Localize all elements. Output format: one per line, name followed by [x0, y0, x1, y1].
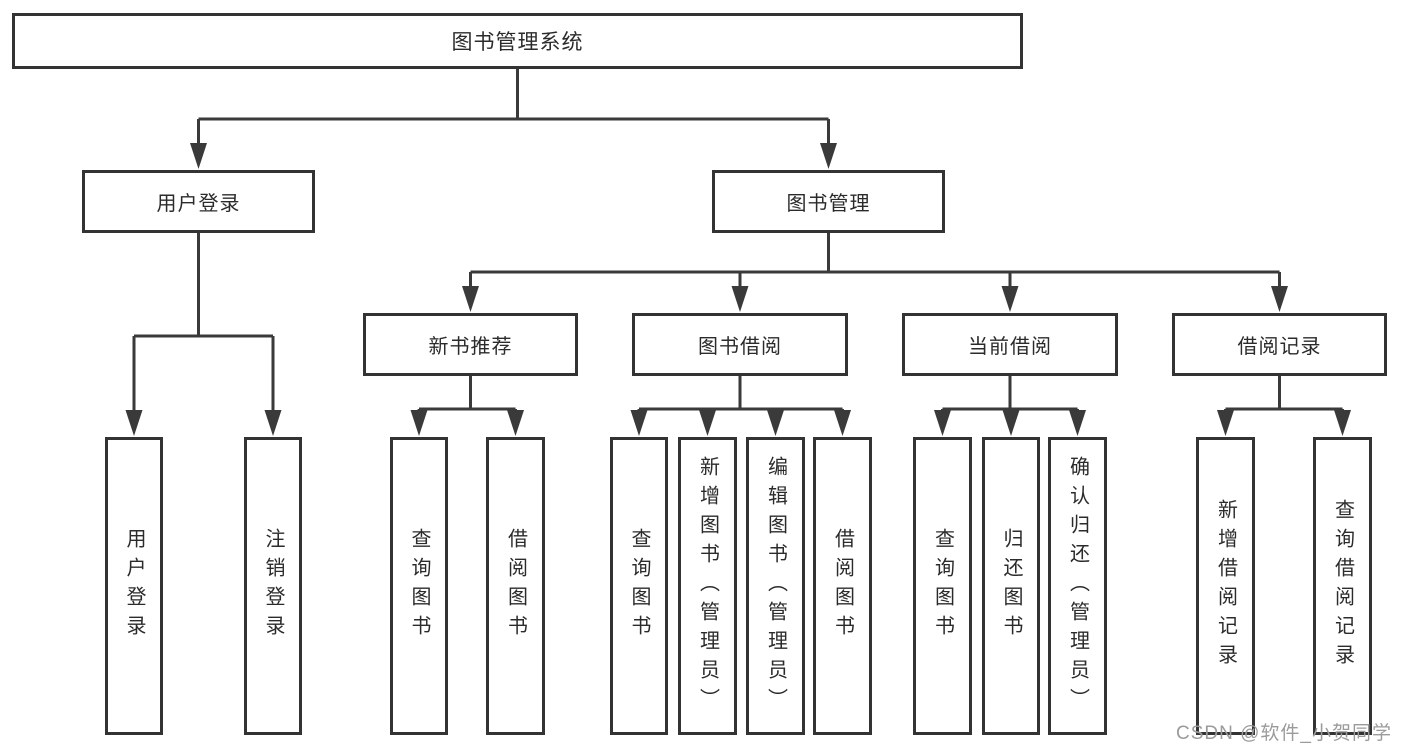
connector-book-borrow-to-leaves [637, 376, 844, 414]
node-user-login-group: 用户登录 [82, 170, 315, 233]
node-leaf-logout: 注销登录 [244, 437, 302, 735]
node-leaf-borrow-query-books: 查询图书 [610, 437, 668, 735]
node-leaf-return-books: 归还图书 [982, 437, 1040, 735]
csdn-watermark: CSDN @软件_小贺同学 [1176, 723, 1392, 744]
node-root-library-management-system: 图书管理系统 [12, 13, 1023, 69]
node-leaf-add-books-admin: 新增图书（管理员） [678, 437, 737, 735]
node-leaf-confirm-return-admin: 确认归还（管理员） [1048, 437, 1107, 735]
node-leaf-current-query-books: 查询图书 [913, 437, 972, 735]
node-leaf-user-login: 用户登录 [105, 437, 163, 735]
node-leaf-edit-books-admin: 编辑图书（管理员） [746, 437, 805, 735]
connector-current-borrow-to-leaves [941, 376, 1079, 414]
node-leaf-recommend-query-books: 查询图书 [390, 437, 448, 735]
node-book-management: 图书管理 [712, 170, 945, 233]
connector-new-book-recommend-to-leaves [417, 376, 517, 414]
node-new-book-recommend: 新书推荐 [363, 313, 578, 376]
node-current-borrow: 当前借阅 [902, 313, 1118, 376]
node-borrow-records: 借阅记录 [1172, 313, 1387, 376]
connector-user-login-to-leaves [132, 233, 275, 412]
node-leaf-recommend-borrow-books: 借阅图书 [486, 437, 545, 735]
node-book-borrow: 图书借阅 [632, 313, 848, 376]
node-leaf-query-borrow-record: 查询借阅记录 [1313, 437, 1372, 735]
node-leaf-add-borrow-record: 新增借阅记录 [1196, 437, 1255, 735]
node-leaf-borrow-books: 借阅图书 [813, 437, 872, 735]
connector-borrow-records-to-leaves [1224, 376, 1344, 414]
connector-book-management-to-level3 [469, 233, 1281, 290]
connector-root-to-level2 [197, 69, 830, 148]
